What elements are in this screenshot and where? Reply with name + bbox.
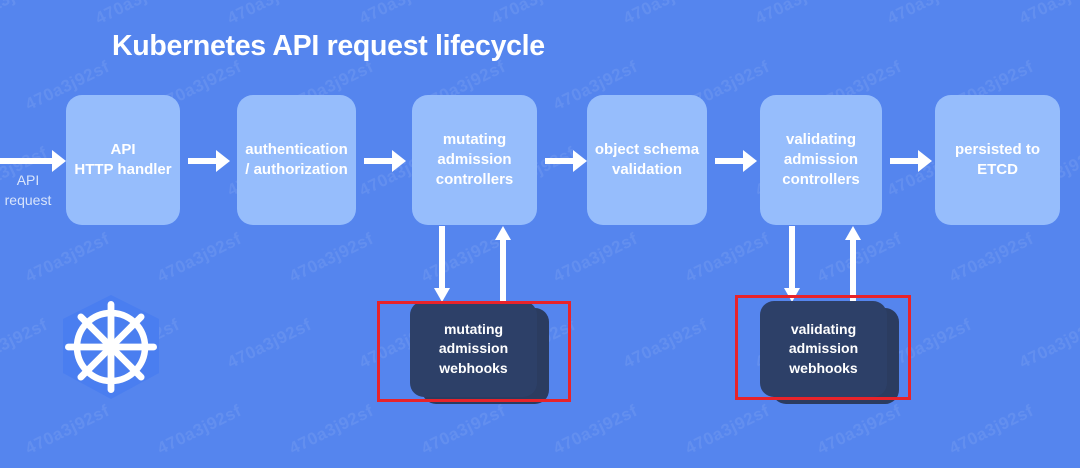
stage-label-line: ETCD: [977, 161, 1018, 178]
arrow-head: [743, 150, 757, 172]
watermark-text: 470a3j92sf: [946, 229, 1037, 287]
arrow-shaft: [500, 239, 506, 302]
arrow-shaft: [545, 158, 573, 164]
stage-box-validating-admission-controllers[interactable]: validating admission controllers: [760, 95, 882, 225]
arrow-head: [845, 226, 861, 240]
stage-label-line: admission: [783, 151, 859, 169]
webhook-label-line: validating: [790, 321, 857, 338]
arrow-head: [52, 150, 66, 172]
arrow-shaft: [850, 239, 856, 302]
stage-box-persisted-to-etcd[interactable]: persisted to ETCD: [935, 95, 1060, 225]
arrow-head: [573, 150, 587, 172]
kubernetes-logo: [55, 293, 167, 401]
webhook-card-validating-admission-webhooks[interactable]: validating admission webhooks: [760, 301, 905, 411]
webhook-label-line: admission: [438, 340, 509, 357]
stage-label-line: HTTP handler: [74, 161, 172, 178]
watermark-text: 470a3j92sf: [1016, 315, 1080, 373]
arrow-head: [216, 150, 230, 172]
watermark-text: 470a3j92sf: [620, 0, 711, 29]
arrow-entry-to-api-http-handler: [0, 150, 66, 172]
watermark-text: 470a3j92sf: [224, 0, 315, 29]
stage-label-line: persisted to: [954, 141, 1041, 159]
watermark-text: 470a3j92sf: [550, 229, 641, 287]
watermark-text: 470a3j92sf: [286, 229, 377, 287]
arrow-down-mutating-controllers-to-webhooks: [434, 226, 450, 302]
webhook-card-front[interactable]: validating admission webhooks: [760, 301, 887, 397]
arrow-shaft: [188, 158, 216, 164]
arrow-head: [918, 150, 932, 172]
arrow-down-validating-controllers-to-webhooks: [784, 226, 800, 302]
watermark-text: 470a3j92sf: [154, 229, 245, 287]
stage-box-api-http-handler[interactable]: API HTTP handler: [66, 95, 180, 225]
watermark-text: 470a3j92sf: [286, 401, 377, 459]
watermark-text: 470a3j92sf: [620, 315, 711, 373]
arrow-shaft: [439, 226, 445, 289]
watermark-text: 470a3j92sf: [884, 0, 975, 29]
stage-box-authentication-authorization[interactable]: authentication / authorization: [237, 95, 356, 225]
watermark-text: 470a3j92sf: [488, 0, 579, 29]
arrow-object-schema-to-validating-controllers: [715, 150, 757, 172]
arrow-shaft: [789, 226, 795, 289]
stage-box-object-schema-validation[interactable]: object schema validation: [587, 95, 707, 225]
arrow-up-validating-webhooks-to-controllers: [845, 226, 861, 302]
watermark-text: 470a3j92sf: [0, 315, 51, 373]
api-request-label: API request: [0, 170, 70, 211]
stage-label-line: mutating: [442, 131, 507, 149]
highlight-rect-mutating-admission-webhooks: [377, 301, 571, 402]
api-request-line-2: request: [4, 192, 52, 209]
webhook-label-line: webhooks: [789, 359, 858, 376]
stage-label-line: validation: [611, 161, 682, 178]
watermark-text: 470a3j92sf: [22, 401, 113, 459]
stage-label-line: validating: [785, 131, 856, 149]
arrow-authentication-to-mutating-controllers: [364, 150, 406, 172]
api-request-line-1: API: [16, 172, 40, 188]
stage-label-line: / authorization: [245, 161, 348, 178]
webhook-card-front[interactable]: mutating admission webhooks: [410, 301, 537, 397]
stage-label-line: controllers: [782, 170, 860, 188]
webhook-label-line: admission: [788, 340, 859, 357]
webhook-card-mutating-admission-webhooks[interactable]: mutating admission webhooks: [410, 301, 555, 411]
webhook-label-line: mutating: [443, 321, 504, 338]
arrow-mutating-controllers-to-object-schema: [545, 150, 587, 172]
watermark-text: 470a3j92sf: [224, 315, 315, 373]
arrow-head: [434, 288, 450, 302]
watermark-text: 470a3j92sf: [22, 229, 113, 287]
arrow-validating-controllers-to-etcd: [890, 150, 932, 172]
stage-label-line: controllers: [435, 170, 514, 188]
highlight-rect-validating-admission-webhooks: [735, 295, 911, 400]
watermark-text: 470a3j92sf: [1016, 0, 1080, 29]
stage-label-line: API: [110, 141, 136, 159]
watermark-text: 470a3j92sf: [154, 401, 245, 459]
stage-label-line: object schema: [594, 141, 700, 159]
arrow-up-mutating-webhooks-to-controllers: [495, 226, 511, 302]
watermark-text: 470a3j92sf: [946, 401, 1037, 459]
kubernetes-helm-wheel: [65, 301, 157, 393]
stage-box-mutating-admission-controllers[interactable]: mutating admission controllers: [412, 95, 537, 225]
watermark-text: 470a3j92sf: [0, 0, 51, 29]
arrow-api-http-handler-to-authentication: [188, 150, 230, 172]
arrow-head: [392, 150, 406, 172]
watermark-text: 470a3j92sf: [752, 0, 843, 29]
stage-label-line: admission: [437, 151, 512, 169]
page-title: Kubernetes API request lifecycle: [112, 30, 545, 62]
arrow-head: [495, 226, 511, 240]
webhook-label-line: webhooks: [439, 359, 508, 376]
arrow-shaft: [364, 158, 392, 164]
watermark-text: 470a3j92sf: [356, 0, 447, 29]
watermark-text: 470a3j92sf: [92, 0, 183, 29]
arrow-shaft: [0, 158, 52, 164]
arrow-shaft: [890, 158, 918, 164]
arrow-shaft: [715, 158, 743, 164]
watermark-text: 470a3j92sf: [682, 229, 773, 287]
watermark-text: 470a3j92sf: [550, 401, 641, 459]
stage-label-line: authentication: [245, 141, 348, 159]
